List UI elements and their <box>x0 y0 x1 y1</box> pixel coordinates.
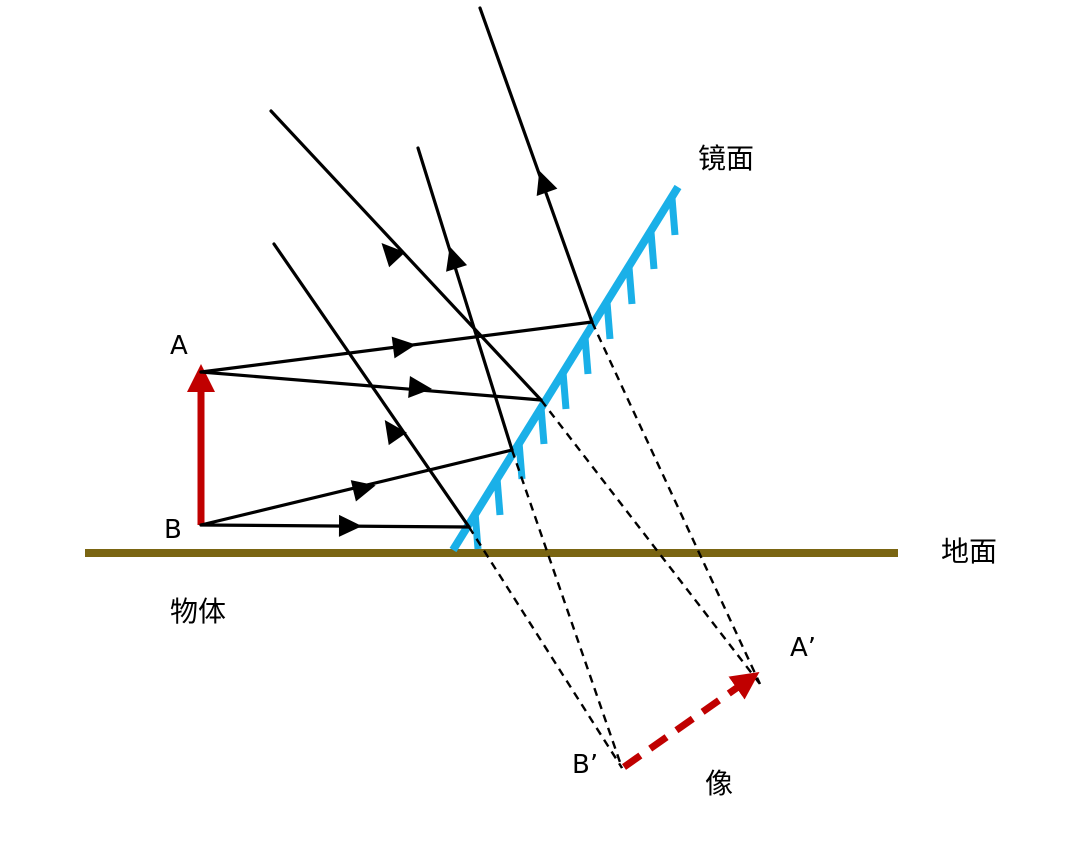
label-point-b: B <box>164 515 182 545</box>
label-point-a: A <box>170 331 188 361</box>
arrowhead-r1 <box>536 170 558 196</box>
virtual-ray-1 <box>590 321 762 685</box>
mirror-line <box>449 184 682 553</box>
reflected-ray-2 <box>269 109 543 402</box>
label-object: 物体 <box>170 595 226 628</box>
incident-ray-b2 <box>199 523 471 529</box>
label-mirror: 镜面 <box>698 142 754 175</box>
ray-arrowheads <box>338 170 558 537</box>
virtual-ray-4 <box>467 526 624 769</box>
label-point-a-image: A’ <box>790 633 816 663</box>
reflected-ray-1 <box>478 6 594 324</box>
label-ground: 地面 <box>941 535 997 568</box>
label-point-b-image: B’ <box>572 750 598 780</box>
mirror-hatching <box>471 197 679 550</box>
reflected-ray-3 <box>416 146 514 452</box>
reflected-ray-4 <box>272 242 471 529</box>
virtual-ray-2 <box>540 399 761 685</box>
image-arrow <box>621 671 760 770</box>
label-image: 像 <box>705 767 733 800</box>
virtual-ray-3 <box>510 449 624 769</box>
arrowhead-a2 <box>408 376 432 398</box>
arrowhead-r2 <box>381 242 406 268</box>
arrowhead-r4 <box>384 419 407 446</box>
arrowhead-r3 <box>446 246 468 272</box>
arrowhead-b2 <box>338 514 362 537</box>
arrowhead-b1 <box>350 480 376 502</box>
arrowhead-a1 <box>391 336 416 359</box>
